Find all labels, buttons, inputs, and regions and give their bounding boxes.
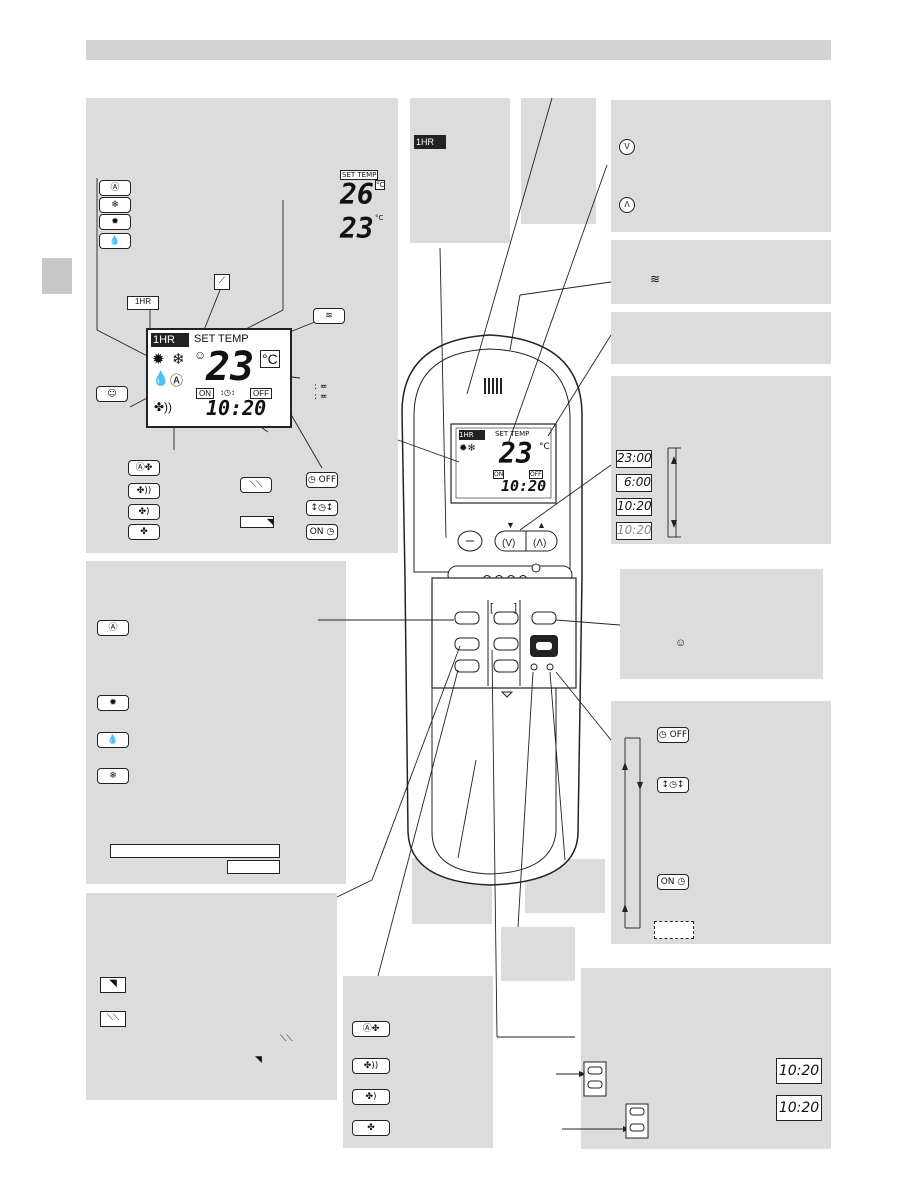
svg-text:]: ] — [514, 602, 517, 614]
remote-lcd-unit: °C — [539, 442, 550, 452]
timer-off-icon: ◷ OFF — [306, 472, 338, 488]
auto-fan-icon: Ⓐ✤ — [128, 460, 160, 476]
svg-text:[: [ — [490, 602, 493, 614]
comfort-icon: ☺ — [96, 386, 128, 402]
lcd-dry-icon: 💧 — [152, 370, 170, 386]
one-hr-badge-display: 1HR — [127, 296, 159, 310]
louver-fixed-mini-icon: ◥ — [255, 1054, 262, 1064]
clock-panel — [501, 927, 575, 981]
lcd-fan-icon: ✤)) — [154, 400, 173, 414]
svg-text:▲: ▲ — [537, 520, 546, 530]
fanpanel-med-icon: ✤) — [352, 1089, 390, 1105]
cool-mode-icon: ❄ — [99, 197, 131, 213]
svg-text:(V): (V) — [502, 538, 515, 549]
timer-cycle-panel — [611, 701, 831, 944]
lcd-unit: °C — [260, 350, 280, 368]
temp-down-icon: V — [619, 139, 635, 155]
info-panel — [611, 312, 831, 364]
lcd-off: OFF — [250, 388, 272, 399]
timer-time-1: 23:00 — [616, 450, 652, 468]
comfort-panel — [620, 569, 823, 679]
lcd-on: ON — [196, 388, 214, 399]
header-bar — [86, 40, 831, 60]
louver-indicator: : ≖: ≖ — [314, 382, 328, 402]
cycle-timer-on-icon: ON ◷ — [657, 874, 689, 890]
fanpanel-low-icon: ✤ — [352, 1120, 390, 1136]
auto-mode-icon: Ⓐ — [99, 180, 131, 196]
temp-adjust-panel — [611, 100, 831, 232]
low-fan-icon: ✤ — [128, 524, 160, 540]
one-hr-panel — [410, 98, 510, 243]
lcd-comfort-icon: ☺ — [194, 348, 207, 362]
remote-lcd-temp: 23 — [499, 437, 533, 470]
lcd-auto-icon: Ⓐ — [170, 373, 184, 388]
timer-time-4: 10:20 — [616, 522, 652, 540]
lcd-one-hr: 1HR — [151, 333, 189, 347]
med-fan-icon: ✤) — [128, 504, 160, 520]
set-temp-value: 26 — [340, 178, 374, 211]
louver-fixed-icon: ◥ — [240, 516, 274, 528]
cycle-timer-off-icon: ◷ OFF — [657, 727, 689, 743]
timer-on-icon: ON ◷ — [306, 524, 338, 540]
louver-panel — [86, 893, 337, 1100]
remote-lcd: 1HR SET TEMP 23 °C ✹❄ ON OFF 10:20 — [457, 429, 550, 497]
mode-note-box-1 — [110, 844, 280, 858]
mode-cool-icon: ❄ — [97, 768, 129, 784]
swing-symbol-icon: ≋ — [650, 272, 661, 286]
room-temp-value: 23 — [340, 212, 374, 245]
room-temp-unit: °C — [375, 214, 384, 222]
lcd-timer-icon: ↕◷↕ — [220, 388, 235, 397]
lcd-heat-icon: ✹ — [152, 351, 165, 368]
mode-dry-icon: 💧 — [97, 732, 129, 748]
lcd-set-temp: SET TEMP — [194, 333, 249, 345]
set-temp-mini-label: SET TEMP — [340, 170, 379, 180]
louver-fixed-btn-icon: ◥ — [100, 977, 126, 993]
timer-time-3: 10:20 — [616, 498, 652, 516]
mode-heat-icon: ✹ — [97, 695, 129, 711]
timer-time-2: 6:00 — [616, 474, 652, 492]
remote-lcd-off: OFF — [529, 470, 543, 479]
lcd-clock: 10:20 — [206, 396, 267, 420]
remote-lcd-clock: 10:20 — [501, 477, 547, 495]
louver-swing-mini-icon: ⟍⟍ — [280, 1033, 293, 1043]
fanpanel-high-icon: ✤)) — [352, 1058, 390, 1074]
swing-icon: ≋ — [313, 308, 345, 324]
heat-mode-icon: ✹ — [99, 214, 131, 230]
fanpanel-auto-icon: Ⓐ✤ — [352, 1021, 390, 1037]
one-hr-panel-badge: 1HR — [414, 135, 446, 149]
cycle-cancel-box — [654, 921, 694, 939]
lcd-display: 1HR SET TEMP ✹ ❄ 💧 Ⓐ ☺ 23 °C ON ↕◷↕ OFF … — [146, 328, 292, 428]
remote-lcd-set-temp: SET TEMP — [495, 430, 530, 438]
swing-louver-icon: ⟍⟍ — [240, 477, 272, 493]
lcd-temp: 23 — [206, 344, 255, 390]
svg-text:▼: ▼ — [506, 520, 515, 530]
high-fan-icon: ✤)) — [128, 483, 160, 499]
comfort-panel-icon: ☺ — [675, 637, 687, 649]
set-clock-time-2: 10:20 — [776, 1095, 822, 1121]
remote-lcd-icons: ✹❄ — [459, 443, 476, 454]
set-clock-time-1: 10:20 — [776, 1058, 822, 1084]
timer-cycle-icon: ↕◷↕ — [306, 500, 338, 516]
remote-lcd-one-hr: 1HR — [459, 430, 485, 440]
swing-panel — [611, 240, 831, 304]
lcd-cool-icon: ❄ — [172, 351, 185, 368]
temp-up-icon: Λ — [619, 197, 635, 213]
set-temp-unit: °C — [375, 180, 386, 190]
mode-note-box-2 — [227, 860, 280, 874]
remote-lcd-on: ON — [493, 470, 505, 479]
louver-swing-btn-icon: ⟍⟍ — [100, 1011, 126, 1027]
dry-mode-icon: 💧 — [99, 233, 131, 249]
receiver-icon: ⟋ — [214, 274, 230, 290]
side-tab — [42, 258, 72, 294]
mode-auto-icon: Ⓐ — [97, 620, 129, 636]
cycle-timer-icon: ↕◷↕ — [657, 777, 689, 793]
svg-text:(Λ): (Λ) — [533, 538, 546, 549]
mode-panel — [86, 561, 346, 884]
